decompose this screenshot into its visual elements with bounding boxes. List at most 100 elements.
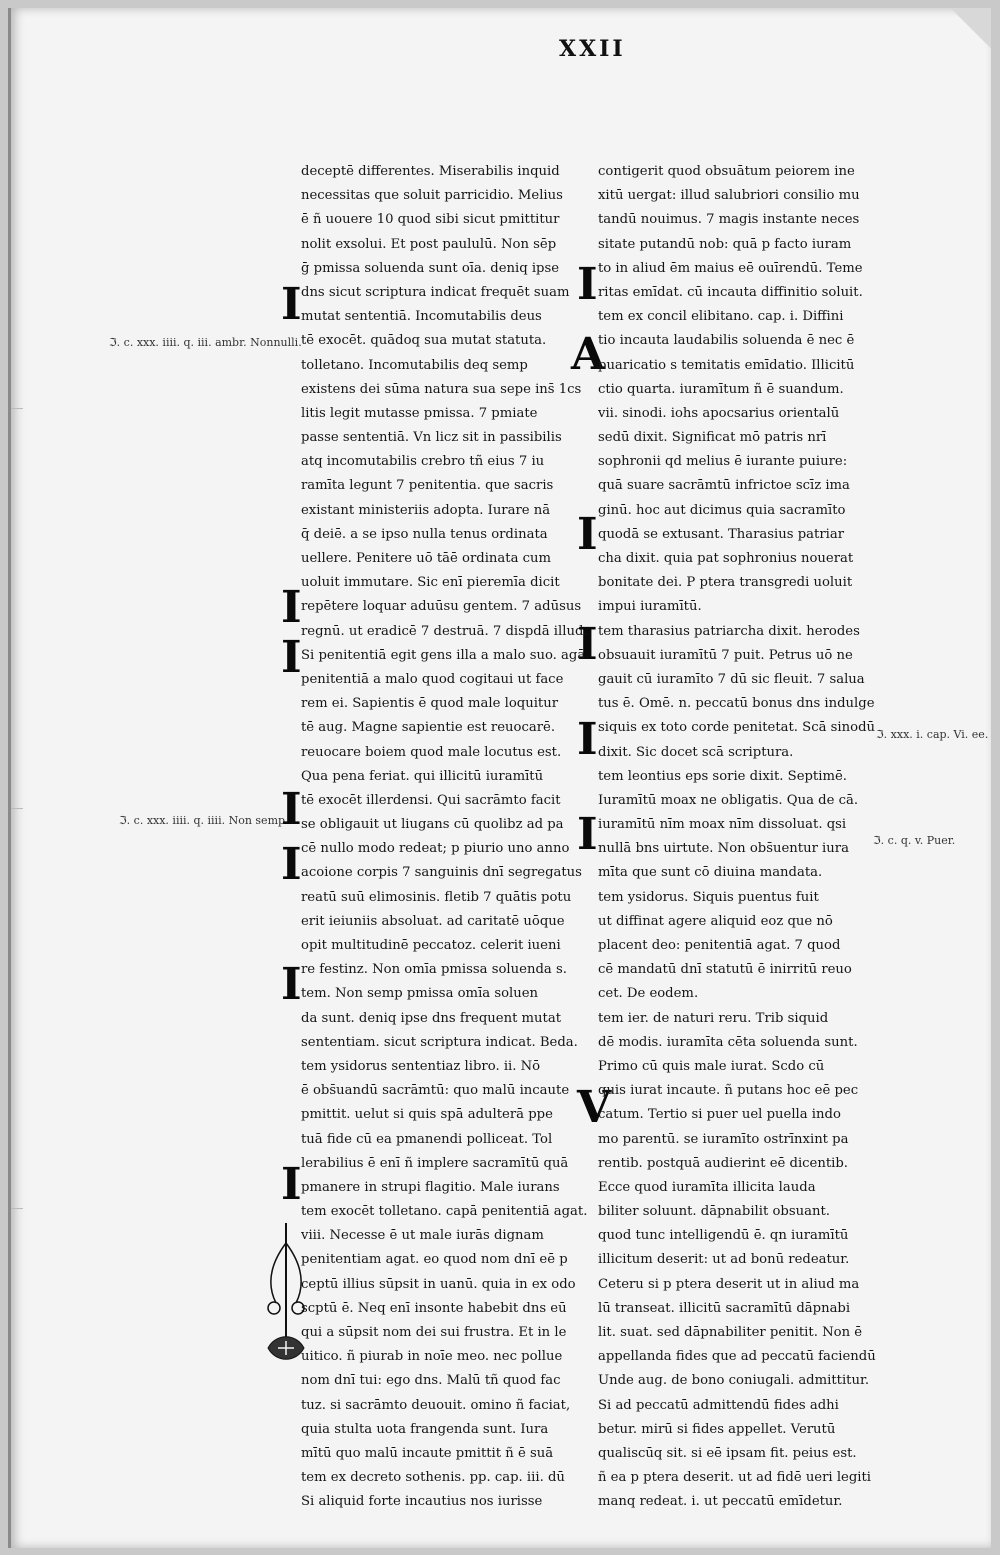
manuscript-line: ē obs̄uandū sacrāmtū: quo malū incaute (301, 1083, 570, 1099)
manuscript-line: opit multitudinē peccatoz. celerit iueni (301, 938, 561, 953)
manuscript-line: cē mandatū dnī statutū ē inirritū reuo (598, 962, 852, 978)
manuscript-line: Si aliquid forte incautius nos iurisse (301, 1494, 543, 1510)
manuscript-line: bonitate dei. P ptera transgredi uoluit (598, 575, 853, 591)
manuscript-line: tē aug. Magne sapientie est reuocarē. (301, 720, 556, 736)
initial-letter: I (281, 632, 302, 683)
manuscript-line: ñ ea p ptera deserit. ut ad fidē ueri le… (598, 1470, 872, 1486)
initial-letter: I (281, 279, 302, 330)
initial-letter: V (577, 1082, 612, 1133)
manuscript-line: dns sicut scriptura indicat frequēt suam (301, 284, 570, 300)
manuscript-line: deceptē differentes. Miserabilis inquid (301, 164, 560, 179)
manuscript-line: ramīta legunt 7 penitentia. que sacris (301, 478, 554, 494)
manuscript-line: ē ñ uouere 10 quod sibi sicut pmittitur (301, 212, 560, 228)
initial-letter: I (281, 784, 302, 835)
margin-ruling (11, 408, 23, 409)
manuscript-line: pmittit. uelut si quis spā adulterā ppe (301, 1107, 553, 1123)
manuscript-line: tio incauta laudabilis soluenda ē nec ē (598, 333, 855, 349)
manuscript-line: tem. Non semp pmissa omīa soluen (301, 986, 539, 1002)
manuscript-line: Si penitentiā egit gens illa a malo suo.… (301, 647, 586, 663)
manuscript-line: illicitum deserit: ut ad bonū redeatur. (598, 1252, 850, 1268)
manuscript-line: tem ier. de naturi reru. Trib siquid (598, 1010, 829, 1026)
manuscript-line: dē modis. iuramīta cēta soluenda sunt. (598, 1034, 858, 1050)
manuscript-line: ritas emīdat. cū incauta diffinitio solu… (598, 284, 863, 300)
manuscript-line: catum. Tertio si puer uel puella indo (598, 1107, 841, 1123)
manuscript-line: tē exocēt illerdensi. Qui sacrāmto facit (301, 792, 561, 808)
manuscript-line: quia stulta uota frangenda sunt. Iura (301, 1421, 549, 1437)
manuscript-line: qualiscūq sit. si eē ipsam fit. peius es… (598, 1445, 857, 1461)
manuscript-line: biliter soluunt. dāpnabilit obsuant. (598, 1204, 830, 1220)
manuscript-line: litis legit mutasse pmissa. 7 pmiate (301, 405, 538, 421)
initial-letter: I (281, 1159, 302, 1210)
manuscript-line: to in aliud ēm maius eē ouīrendū. Teme (598, 260, 863, 276)
initial-letter: I (281, 959, 302, 1010)
manuscript-line: da sunt. deniq ipse dns frequent mutat (301, 1010, 562, 1026)
manuscript-line: puaricatio s temitatis emīdatio. Illicit… (598, 357, 855, 373)
manuscript-line: mo parentū. se iuramīto ostrīnxint pa (598, 1131, 849, 1147)
manuscript-line: re festinz. Non omīa pmissa soluenda s. (301, 962, 567, 978)
manuscript-line: obsuauit iuramītū 7 puit. Petrus uō ne (598, 647, 853, 663)
manuscript-line: placent deo: penitentiā agat. 7 quod (598, 938, 841, 953)
manuscript-line: ut diffinat agere aliquid eoz que nō (598, 913, 833, 929)
manuscript-line: ctio quarta. iuramītum ñ ē suandum. (598, 381, 844, 397)
page-corner-fold (951, 8, 991, 68)
manuscript-line: passe sententiā. Vn licz sit in passibil… (301, 430, 562, 446)
manuscript-line: rem ei. Sapientis ē quod male loquitur (301, 696, 559, 712)
manuscript-line: tem ysidorus sententiaz libro. ii. Nō (301, 1058, 541, 1074)
manuscript-line: Unde aug. de bono coniugali. admittitur. (598, 1373, 870, 1389)
initial-letter: I (281, 839, 302, 890)
manuscript-line: existens dei sūma natura sua sepe ins̄ 1… (301, 381, 582, 397)
manuscript-line: Qua pena feriat. qui illicitū iuramītū (301, 768, 544, 784)
manuscript-line: ḡ pmissa soluenda sunt oīa. deniq ipse (301, 260, 560, 276)
manuscript-line: tem ex concil elibitano. cap. i. Diffini (598, 309, 844, 325)
manuscript-line: tandū nouimus. 7 magis instante neces (598, 212, 860, 228)
manuscript-line: Ecce quod iuramīta illicita lauda (598, 1179, 816, 1195)
manuscript-line: qui a sūpsit nom dei sui frustra. Et in … (301, 1325, 567, 1340)
folio-number: XXII (559, 36, 626, 62)
manuscript-line: lū transeat. illicitū sacramītū dāpnabi (598, 1300, 851, 1316)
manuscript-line: scptū ē. Neq enī insonte habebit dns eū (301, 1300, 567, 1316)
manuscript-line: tuz. si sacrāmto deuouit. omino ñ faciat… (301, 1397, 571, 1413)
margin-ruling (11, 808, 23, 809)
manuscript-line: se obligauit ut liugans cū quolibz ad pa (301, 817, 564, 833)
manuscript-line: tus ē. Omē. n. peccatū bonus dns indulge (598, 696, 875, 712)
manuscript-line: rentib. postquā audierint eē dicentib. (598, 1155, 849, 1171)
manuscript-line: xitū uergat: illud salubriori consilio m… (598, 188, 860, 204)
manuscript-line: appellanda fides que ad peccatū faciendū (598, 1349, 876, 1365)
manuscript-line: uitico. ñ piurab in noīe meo. nec pollue (301, 1349, 563, 1365)
margin-note-right-1: ℑ. xxx. i. cap. Vi. ee. (876, 728, 989, 741)
initial-letter: A (571, 329, 606, 380)
manuscript-line: mutat sententiā. Incomutabilis deus (301, 309, 542, 325)
manuscript-line: siquis ex toto corde penitetat. Scā sino… (598, 720, 876, 736)
manuscript-line: mītū quo malū incaute pmittit ñ ē suā (301, 1445, 554, 1461)
margin-note-left-1: ℑ. c. xxx. iiii. q. iii. ambr. Nonnulli. (109, 336, 302, 349)
manuscript-line: tolletano. Incomutabilis deq semp (301, 357, 528, 373)
manuscript-line: tem leontius eps sorie dixit. Septimē. (598, 768, 847, 784)
manuscript-line: penitentiā a malo quod cogitaui ut face (301, 671, 564, 687)
manuscript-line: reatū suū elimosinis. fletib 7 quātis po… (301, 889, 572, 905)
manuscript-line: tem ex decreto sothenis. pp. cap. iii. d… (301, 1470, 565, 1486)
initial-letter: I (577, 509, 598, 560)
manuscript-line: viii. Necesse ē ut male iurās dignam (301, 1228, 544, 1244)
manuscript-line: dixit. Sic docet scā scriptura. (598, 744, 794, 760)
manuscript-line: vii. sinodi. iohs apocsarius orientalū (598, 405, 840, 421)
manuscript-line: impui iuramītū. (598, 599, 702, 615)
manuscript-line: betur. mirū si fides appellet. Verutū (598, 1421, 836, 1437)
manuscript-line: quā suare sacrāmtū infrictoe scīz ima (598, 478, 850, 494)
initial-letter: I (577, 259, 598, 310)
manuscript-line: nom dnī tui: ego dns. Malū tñ quod fac (301, 1373, 561, 1389)
manuscript-line: uellere. Penitere uō tāē ordinata cum (301, 551, 552, 566)
manuscript-line: uoluit immutare. Sic enī pieremīa dicit (301, 575, 560, 591)
manuscript-line: atq incomutabilis crebro tñ eius 7 iu (301, 454, 545, 470)
manuscript-line: ginū. hoc aut dicimus quia sacramīto (598, 502, 846, 518)
manuscript-line: tem tharasius patriarcha dixit. herodes (598, 623, 860, 639)
manuscript-line: Primo cū quis male iurat. Scdo cū (598, 1058, 825, 1074)
manuscript-line: mīta que sunt cō diuina mandata. (598, 865, 823, 881)
flourish-ornament-icon (267, 1223, 305, 1360)
margin-note-left-2: ℑ. c. xxx. iiii. q. iiii. Non semp. (119, 814, 289, 827)
manuscript-line: tuā fide cū ea pmanendi polliceat. Tol (301, 1131, 553, 1147)
manuscript-line: cet. De eodem. (598, 986, 699, 1002)
manuscript-line: sitate putandū nob: quā p facto iuram (598, 236, 852, 252)
initial-letter: I (281, 582, 302, 633)
manuscript-line: sententiam. sicut scriptura indicat. Bed… (301, 1034, 578, 1050)
